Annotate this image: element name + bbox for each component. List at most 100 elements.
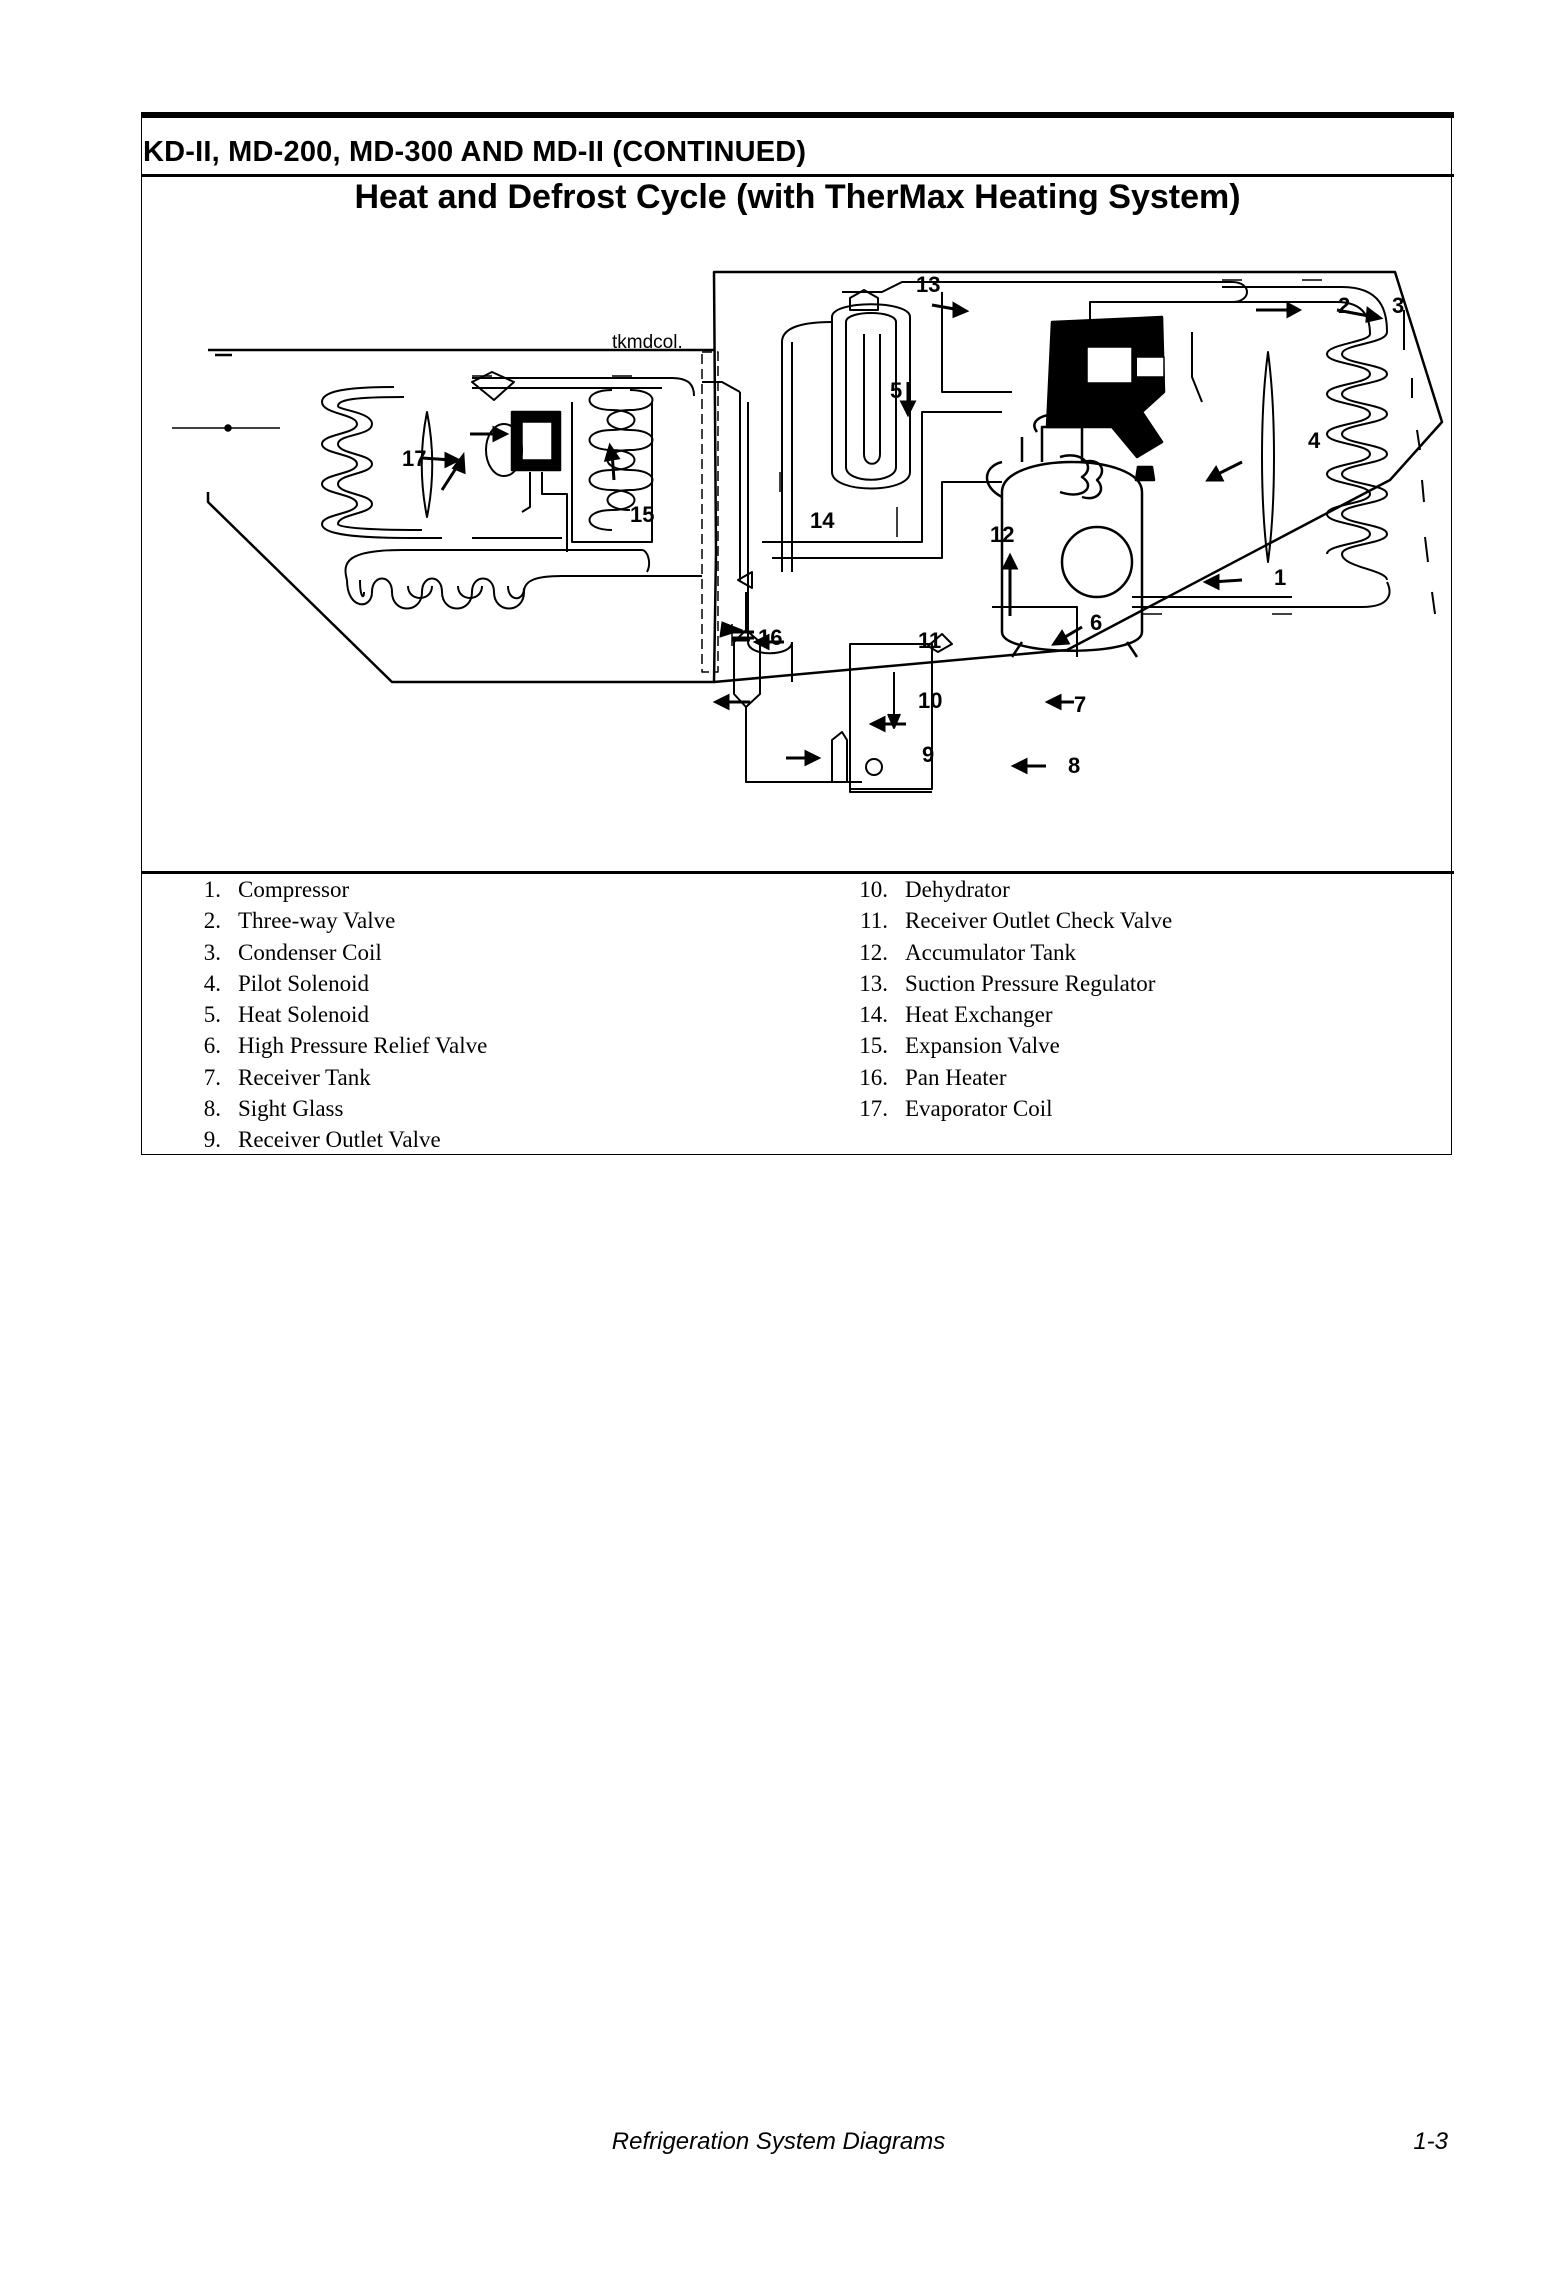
legend-item-number: 2. <box>203 908 221 934</box>
callout-17: 17 <box>402 446 426 471</box>
legend-item-label: Heat Exchanger <box>905 1002 1053 1028</box>
legend-item: 5.Heat Solenoid <box>141 999 781 1030</box>
legend-item: 17. Evaporator Coil <box>808 1093 1448 1124</box>
heat-exchanger <box>571 389 654 543</box>
callout-10: 10 <box>918 688 942 713</box>
legend-item-number: 5. <box>203 1002 221 1028</box>
legend-item: 9. Receiver Outlet Valve <box>141 1124 781 1155</box>
legend-item: 10. Dehydrator <box>808 874 1448 905</box>
legend-item-label: Compressor <box>238 877 350 902</box>
legend-item: 13. Suction Pressure Regulator <box>808 968 1448 999</box>
legend-item-number: 16. <box>859 1064 888 1090</box>
legend-item-number: 15. <box>859 1033 888 1059</box>
legend-item: 16. Pan Heater <box>808 1062 1448 1093</box>
header-rule <box>141 174 1454 177</box>
evaporator-coil <box>321 377 695 539</box>
legend-item-number: 11. <box>860 908 888 934</box>
legend-item: 7. Receiver Tank <box>141 1062 781 1093</box>
figure-title: Heat and Defrost Cycle (with TherMax Hea… <box>354 178 1241 216</box>
receiver-tank <box>849 643 933 793</box>
legend-item-label: Suction Pressure Regulator <box>905 970 1156 996</box>
callout-3: 3 <box>1392 293 1404 318</box>
legend-item: 15. Expansion Valve <box>808 1030 1448 1061</box>
top-rule <box>141 112 1454 118</box>
high-pressure-relief-valve <box>927 633 953 653</box>
callout-12: 12 <box>990 522 1014 547</box>
compressor <box>985 413 1144 658</box>
suction-pressure-regulator <box>842 281 942 311</box>
expansion-valve <box>471 371 568 552</box>
figure-rule <box>141 871 1454 874</box>
legend-item-label: Expansion Valve <box>905 1033 1060 1059</box>
legend-item-label: Three-way Valve <box>238 908 396 934</box>
refrigeration-diagram: tkmdcol. 2 3 4 5 6 7 8 9 10 <box>172 270 1444 793</box>
callout-2: 2 <box>1338 293 1350 318</box>
legend-item: 1. Compressor <box>141 874 781 905</box>
condenser-coil <box>1222 286 1388 581</box>
legend-item-label: Condenser Coil <box>238 939 382 965</box>
legend-item-label: Evaporator Coil <box>905 1096 1053 1122</box>
section-header: KD-II, MD-200, MD-300 AND MD-II (CONTINU… <box>143 136 807 168</box>
callout-8: 8 <box>1068 753 1080 778</box>
footer-title: Refrigeration System Diagrams <box>611 2128 946 2155</box>
legend-right-column: 10. Dehydrator 11. Receiver Outlet Check Va… <box>808 874 1448 1124</box>
figure-frame <box>141 118 1452 1155</box>
pilot-solenoid <box>1134 465 1156 482</box>
legend-item-label: Receiver Outlet Valve <box>238 1127 441 1153</box>
legend-item: 2. Three-way Valve <box>141 905 781 936</box>
legend-item-label: Accumulator Tank <box>905 939 1077 965</box>
legend-item-label: Pilot Solenoid <box>238 970 369 996</box>
legend-item-label: High Pressure Relief Valve <box>238 1033 488 1059</box>
legend-item-number: 9. <box>203 1127 221 1153</box>
legend-item-number: 3. <box>203 939 221 965</box>
legend-item-label: Pan Heater <box>905 1064 1007 1090</box>
callout-11: 11 <box>918 628 941 653</box>
legend-item: 8. Sight Glass <box>141 1093 781 1124</box>
legend-item: 3. Condenser Coil <box>141 937 781 968</box>
component-legend: 1. Compressor 2. Three-way Valve 3. Condenser… <box>141 874 1452 1154</box>
legend-item-number: 12. <box>859 939 888 965</box>
legend-item-label: Sight Glass <box>238 1096 344 1122</box>
dehydrator <box>733 592 862 783</box>
callout-7: 7 <box>1074 692 1086 717</box>
condenser-fan <box>1261 351 1275 563</box>
pan-heater <box>344 549 702 610</box>
receiver-outlet-valve <box>831 731 848 783</box>
legend-item: 14. Heat Exchanger <box>808 999 1448 1030</box>
legend-item-number: 14. <box>859 1002 888 1028</box>
bulkhead <box>701 351 719 673</box>
legend-item-number: 1. <box>203 877 221 902</box>
callout-1: 1 <box>1274 565 1286 590</box>
accumulator-tank <box>831 303 911 490</box>
sight-glass <box>865 758 883 776</box>
housing-outline <box>712 270 1444 684</box>
callout-15: 15 <box>630 502 654 527</box>
cabinet-outline <box>206 348 714 684</box>
legend-item-number: 13. <box>859 970 888 996</box>
legend-item-label: Receiver Outlet Check Valve <box>905 908 1173 934</box>
legend-item: 12. Accumulator Tank <box>808 937 1448 968</box>
legend-item: 4. Pilot Solenoid <box>141 968 781 999</box>
callout-14: 14 <box>810 508 835 533</box>
legend-item-number: 17. <box>859 1096 888 1122</box>
legend-item-number: 8. <box>203 1096 221 1122</box>
callout-4: 4 <box>1308 428 1321 453</box>
legend-item-label: Receiver Tank <box>238 1064 371 1090</box>
evaporator-fan <box>420 411 434 518</box>
legend-left-column: 1. Compressor 2. Three-way Valve 3. Condenser… <box>141 874 781 1156</box>
callout-16: 16 <box>758 625 782 650</box>
callout-9: 9 <box>922 742 934 767</box>
callout-6: 6 <box>1090 610 1102 635</box>
callout-5: 5 <box>890 378 902 403</box>
legend-item-number: 4. <box>203 970 221 996</box>
legend-item-number: 7. <box>203 1064 221 1090</box>
callout-13: 13 <box>916 272 940 297</box>
legend-item: 6.High Pressure Relief Valve <box>141 1030 781 1061</box>
legend-item-number: 10. <box>859 877 888 902</box>
legend-item-label: Dehydrator <box>905 877 1010 902</box>
receiver-outlet-check-valve <box>737 571 753 589</box>
diagram-caption: tkmdcol. <box>612 332 683 353</box>
three-way-valve <box>1045 315 1166 459</box>
legend-item: 11. Receiver Outlet Check Valve <box>808 905 1448 936</box>
page-number: 1-3 <box>1413 2128 1448 2155</box>
